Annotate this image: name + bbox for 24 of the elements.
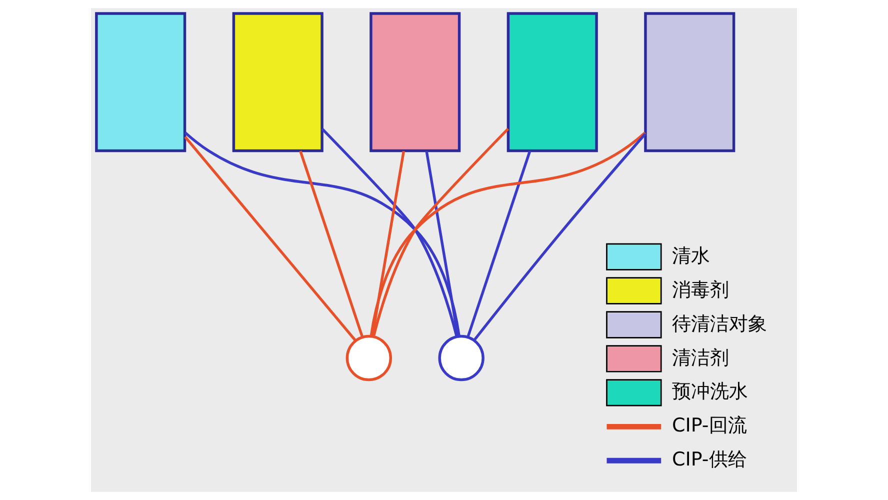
connector	[299, 150, 364, 338]
legend-label: 清洁剂	[672, 346, 729, 369]
legend-label: CIP-供给	[672, 448, 747, 471]
node-box	[506, 12, 598, 152]
connector	[466, 150, 532, 338]
node-box	[370, 12, 461, 152]
connector	[473, 132, 646, 341]
node-box	[232, 12, 324, 152]
legend-label: 清水	[672, 244, 710, 267]
node-circle	[438, 334, 484, 382]
connector	[184, 132, 460, 337]
node-box	[95, 12, 186, 152]
node-circle	[346, 334, 392, 382]
connector	[370, 150, 406, 337]
legend-label: CIP-回流	[672, 414, 747, 437]
connector	[425, 150, 460, 337]
node-box	[644, 12, 736, 152]
legend-label: 待清洁对象	[672, 312, 767, 335]
legend-label: 消毒剂	[672, 278, 729, 301]
legend-label: 预冲洗水	[672, 380, 748, 403]
connector	[321, 128, 458, 337]
connector	[372, 128, 510, 337]
connector	[184, 136, 356, 342]
connector	[370, 132, 646, 337]
